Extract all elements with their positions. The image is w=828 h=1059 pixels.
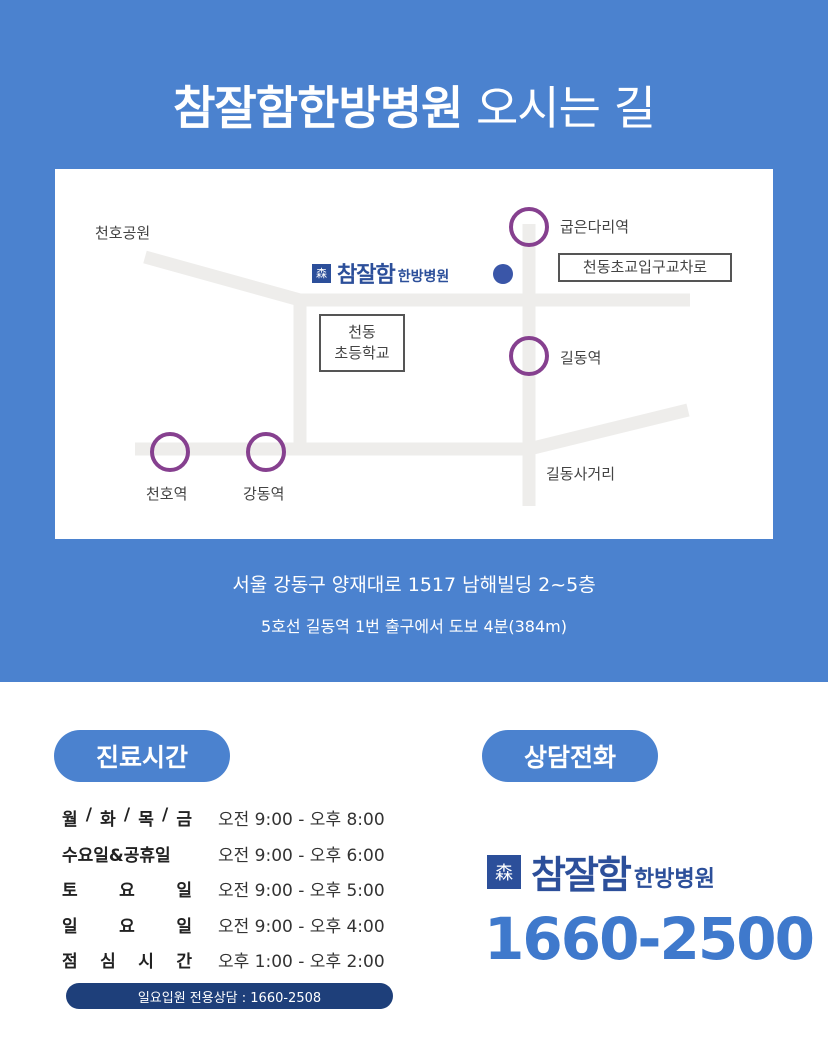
- label-cheonho-park: 천호공원: [95, 224, 151, 242]
- hospital-emblem-icon: 森: [312, 263, 331, 283]
- hospital-location-marker: [493, 264, 513, 284]
- hours-day-char: 일: [62, 916, 78, 937]
- hours-day-char: 요: [119, 916, 135, 937]
- hours-time-value: 오전 9:00 - 오후 6:00: [218, 845, 385, 866]
- hours-day-char: 시: [138, 952, 154, 973]
- phone-number[interactable]: 1660-2500: [484, 905, 815, 973]
- hours-row: 월 / 화 / 목 / 금 오전 9:00 - 오후 8:00: [62, 800, 402, 836]
- hours-row: 수요일&공휴일 오전 9:00 - 오후 6:00: [62, 836, 402, 872]
- hours-time-value: 오전 9:00 - 오후 8:00: [218, 810, 385, 831]
- school-box: 천동 초등학교: [319, 314, 405, 372]
- hours-time-value: 오전 9:00 - 오후 4:00: [218, 916, 385, 937]
- map-roads: [135, 207, 690, 506]
- hours-day-label: 수요일&공휴일: [62, 841, 192, 866]
- hospital-emblem-icon: 森: [487, 854, 521, 889]
- hours-day-char: 목: [138, 810, 154, 831]
- label-cheonho-station: 천호역: [146, 485, 188, 503]
- map-logo-sub: 한방병원: [397, 268, 450, 285]
- transit-directions: 5호선 길동역 1번 출구에서 도보 4분(384m): [261, 617, 567, 636]
- station-gubeundari-marker: [509, 207, 549, 247]
- label-gildong-station: 길동역: [560, 349, 602, 367]
- label-gubeundari-station: 굽은다리역: [560, 218, 630, 236]
- label-gildong-intersection: 길동사거리: [546, 465, 616, 483]
- hours-time-value: 오전 9:00 - 오후 5:00: [218, 881, 385, 902]
- hours-row: 일 요 일 오전 9:00 - 오후 4:00: [62, 907, 402, 943]
- title-hospital-name: 참잘함한방병원: [173, 81, 463, 135]
- location-banner: 참잘함한방병원 오시는 길 천호공원 굽은다리역 천동초교입구교차로: [0, 0, 828, 682]
- hours-heading: 진료시간: [54, 730, 230, 782]
- address-line: 서울 강동구 양재대로 1517 남해빌딩 2~5층: [232, 574, 596, 596]
- page-title: 참잘함한방병원 오시는 길: [0, 72, 828, 138]
- hours-day-char: 심: [100, 952, 116, 973]
- hours-day-char: 점: [62, 952, 78, 973]
- contact-heading: 상담전화: [482, 730, 658, 782]
- hours-day-char: /: [85, 805, 92, 826]
- hours-day-char: 금: [176, 810, 192, 831]
- label-school-line1: 천동: [348, 323, 376, 341]
- hours-day-char: 요: [119, 881, 135, 902]
- hours-day-char: 화: [100, 810, 116, 831]
- hours-row: 토 요 일 오전 9:00 - 오후 5:00: [62, 871, 402, 907]
- hours-day-char: 수요일&공휴일: [62, 845, 171, 866]
- label-school-line2: 초등학교: [334, 344, 390, 362]
- location-map: 천호공원 굽은다리역 천동초교입구교차로 森 참잘함 한방병원 천동 초등학교 …: [55, 169, 773, 539]
- intersection-box: 천동초교입구교차로: [558, 253, 732, 282]
- contact-logo-name: 참잘함: [531, 853, 632, 897]
- hours-day-char: 간: [176, 952, 192, 973]
- label-gangdong-station: 강동역: [243, 485, 285, 503]
- hours-row: 점 심 시 간 오후 1:00 - 오후 2:00: [62, 942, 402, 978]
- hours-day-char: /: [123, 805, 131, 826]
- map-logo-name: 참잘함: [337, 263, 396, 288]
- label-cheondong-intersection: 천동초교입구교차로: [582, 258, 708, 276]
- hours-day-label: 월 / 화 / 목 / 금: [62, 805, 192, 830]
- sunday-consult-note: 일요입원 전용상담 : 1660-2508: [66, 983, 393, 1009]
- road-lower-east: [527, 403, 690, 456]
- station-gangdong-marker: [246, 432, 286, 472]
- hours-day-char: 일: [176, 881, 192, 902]
- hours-day-char: 일: [176, 916, 192, 937]
- title-directions: 오시는 길: [475, 81, 656, 135]
- contact-logo-sub: 한방병원: [633, 866, 715, 892]
- hours-day-char: /: [161, 805, 169, 826]
- hours-day-char: 월: [62, 810, 78, 831]
- contact-hospital-logo: 森 참잘함 한방병원: [487, 844, 715, 899]
- map-hospital-logo: 森 참잘함 한방병원: [312, 257, 449, 289]
- station-cheonho-marker: [150, 432, 190, 472]
- hours-day-char: 토: [62, 881, 78, 902]
- station-gildong-marker: [509, 336, 549, 376]
- hours-time-value: 오후 1:00 - 오후 2:00: [218, 952, 385, 973]
